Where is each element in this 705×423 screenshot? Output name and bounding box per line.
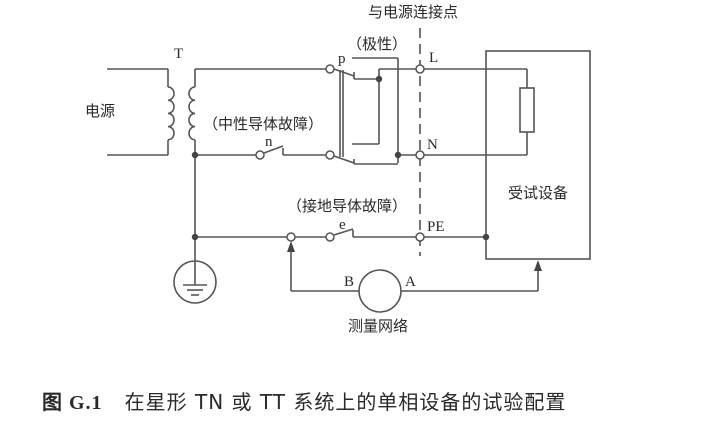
switch-e-pivot (325, 232, 335, 242)
figure-title: 在星形 TN 或 TT 系统上的单相设备的试验配置 (124, 390, 567, 414)
neutral-fault-label: （中性导体故障） (203, 115, 323, 133)
transformer-label: T (174, 46, 183, 62)
terminal-measure-B (286, 232, 296, 242)
figure-caption: 图 G.1 在星形 TN 或 TT 系统上的单相设备的试验配置 (42, 386, 566, 415)
terminal-p-top (325, 64, 335, 74)
meas-A-arrow-icon (534, 260, 542, 271)
switch-n-blade (263, 145, 284, 154)
measurement-network-circle (358, 269, 402, 313)
junction-dot-pe-equipment (482, 233, 490, 241)
load-resistor (519, 87, 535, 133)
polarity-label: （极性） (347, 35, 407, 53)
figure-number: 图 G.1 (42, 392, 103, 414)
switch-p-label: p (338, 51, 346, 67)
terminal-L-label: L (429, 50, 438, 66)
switch-e-blade (333, 228, 354, 236)
switch-e-label: e (339, 217, 346, 233)
terminal-PE-label: PE (427, 219, 445, 235)
transformer-secondary-coil (188, 86, 196, 141)
terminal-N (415, 150, 425, 160)
junction-dot-polarity-bottom (394, 151, 402, 159)
equipment-under-test-label: 受试设备 (508, 184, 568, 202)
junction-dot-polarity-top (375, 75, 383, 83)
terminal-PE (415, 232, 425, 242)
measurement-network-label: 测量网络 (348, 317, 408, 335)
power-source-label: 电源 (85, 102, 115, 120)
meas-B-label: B (344, 274, 354, 290)
terminal-L (415, 64, 425, 74)
junction-dot-earth (191, 233, 199, 241)
switch-n-label: n (265, 134, 273, 150)
meas-B-arrow-icon (287, 241, 295, 252)
polarity-blade-top (333, 68, 355, 77)
junction-dot-neutral (191, 151, 199, 159)
terminal-N-label: N (427, 137, 438, 153)
connection-point-label: 与电源连接点 (368, 3, 458, 21)
earth-fault-label: （接地导体故障） (287, 197, 407, 215)
polarity-blade-bottom (333, 155, 355, 164)
meas-A-label: A (405, 274, 416, 290)
terminal-p-bottom (325, 150, 335, 160)
equipment-under-test-box (485, 50, 591, 260)
transformer-primary-coil (167, 86, 175, 141)
switch-n-pivot (255, 150, 265, 160)
